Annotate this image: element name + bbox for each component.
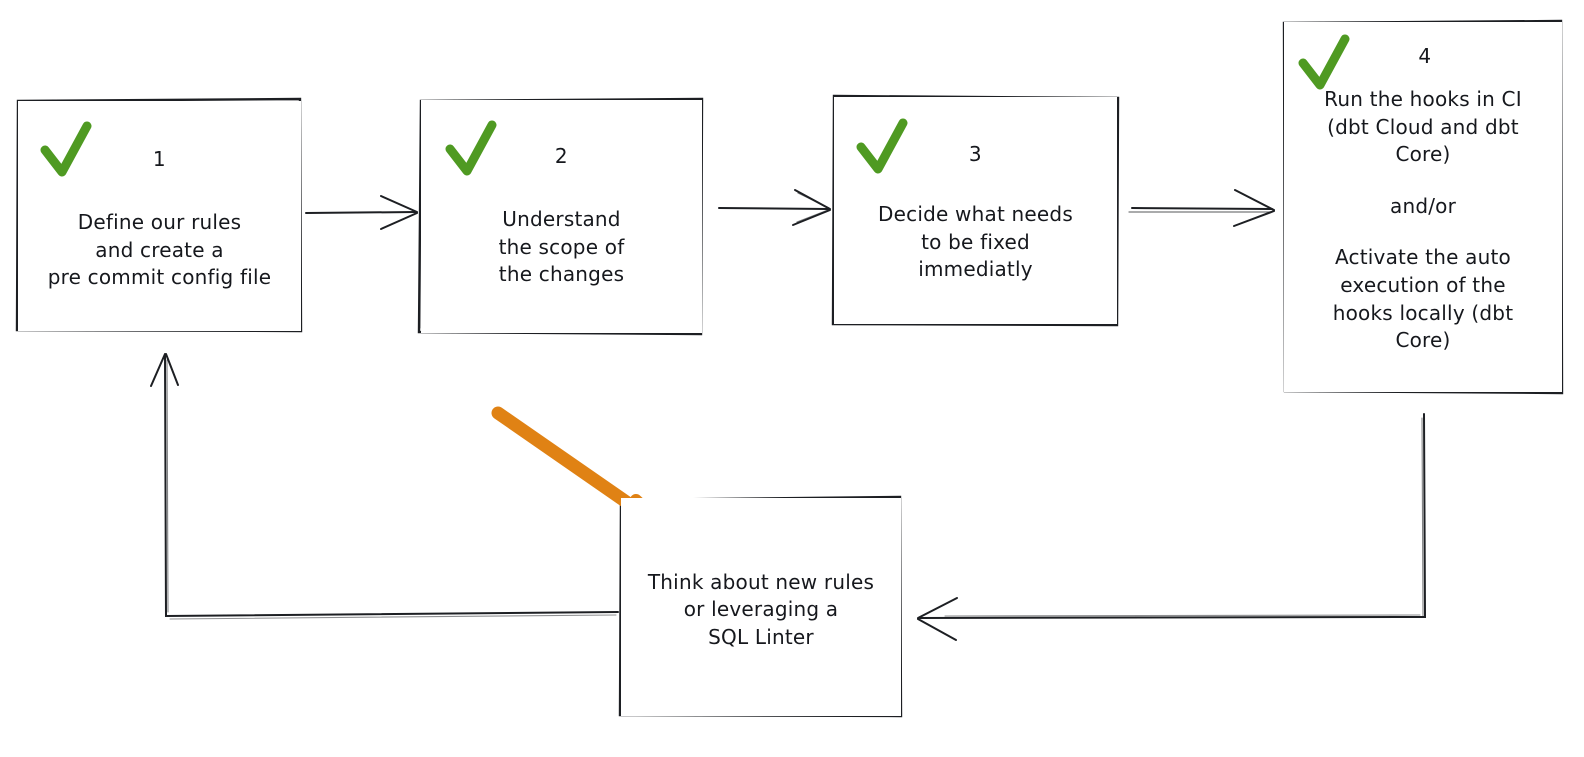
node-4-text-secondary: Activate the auto execution of the hooks…: [1332, 245, 1514, 353]
node-4-text-primary: Run the hooks in CI (dbt Cloud and dbt C…: [1324, 87, 1522, 167]
arrow-5-to-1: [150, 353, 619, 620]
arrow-4-to-5: [917, 413, 1427, 641]
node-4[interactable]: 4 Run the hooks in CI (dbt Cloud and dbt…: [1284, 22, 1562, 392]
node-1-step-number: 1: [152, 147, 167, 171]
node-1-header: 1: [18, 121, 301, 177]
arrow-1-to-2: [305, 195, 418, 230]
node-3-text: Decide what needs to be fixed immediatly: [878, 202, 1073, 282]
node-2-header: 2: [421, 120, 702, 176]
node-4-step-number: 4: [1418, 44, 1432, 68]
check-mark-icon: [856, 118, 908, 174]
node-5[interactable]: Think about new rules or leveraging a SQ…: [621, 498, 901, 716]
node-3-step-number: 3: [968, 142, 983, 166]
node-3[interactable]: 3 Decide what needs to be fixed immediat…: [834, 97, 1117, 324]
check-mark-icon: [40, 121, 92, 177]
node-2-step-number: 2: [554, 144, 569, 168]
node-2[interactable]: 2 Understand the scope of the changes: [421, 100, 702, 333]
node-2-text: Understand the scope of the changes: [498, 207, 625, 287]
node-1-text: Define our rules and create a pre commit…: [47, 210, 272, 290]
arrow-2-to-3: [718, 189, 831, 226]
node-4-text-connector: and/or: [1389, 193, 1457, 218]
node-3-header: 3: [834, 118, 1117, 174]
check-mark-icon: [445, 120, 497, 176]
node-4-header: 4: [1284, 34, 1562, 90]
arrow-3-to-4: [1128, 189, 1275, 227]
node-1[interactable]: 1 Define our rules and create a pre comm…: [18, 101, 301, 331]
node-5-text: Think about new rules or leveraging a SQ…: [647, 569, 875, 649]
